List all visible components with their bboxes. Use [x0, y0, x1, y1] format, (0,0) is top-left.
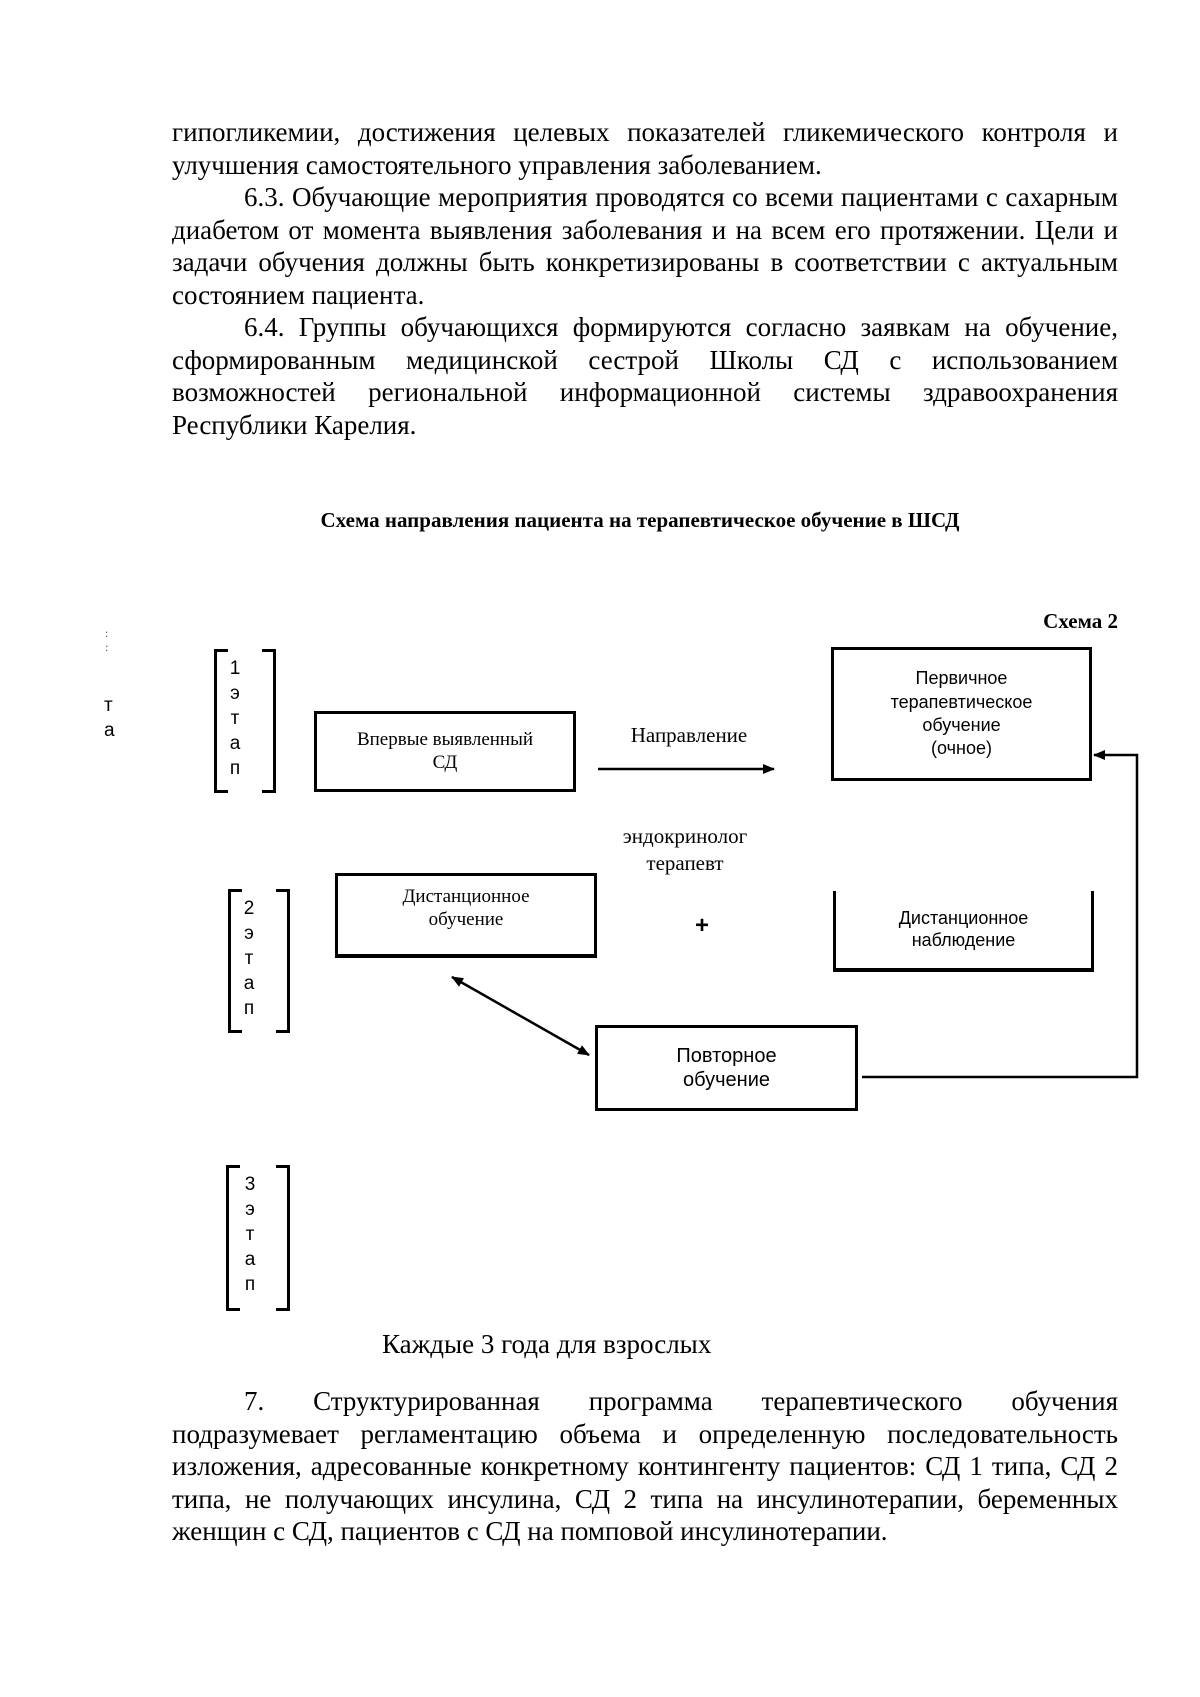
paragraph-7: 7. Структурированная программа терапевти…: [172, 1386, 1118, 1546]
distance-training-box: Дистанционное обучение: [335, 873, 597, 958]
stage-bracket-1: 1 э т а п: [214, 648, 276, 794]
referral-label: Направление: [630, 723, 748, 747]
paragraph-continuation: гипогликемии, достижения целевых показат…: [172, 117, 1118, 180]
diagram-title: Схема направления пациента на терапевтич…: [320, 508, 960, 532]
paragraph-6-3: 6.3. Обучающие мероприятия проводятся со…: [172, 182, 1118, 310]
stage-2-label: 2 э т а п: [243, 898, 255, 1019]
repeat-to-primary-arrow: [862, 750, 1139, 1079]
stage-bracket-3: 3 э т а п: [226, 1164, 290, 1312]
margin-letters: т а: [104, 695, 115, 741]
distance-monitoring-box: Дистанционное наблюдение: [833, 891, 1094, 972]
margin-dots: : :: [105, 626, 109, 654]
paragraph-6-4: 6.4. Группы обучающихся формируются согл…: [172, 312, 1118, 440]
plus-sign: +: [694, 912, 709, 939]
scheme-label: Схема 2: [1043, 609, 1118, 633]
stage-3-label: 3 э т а п: [244, 1174, 256, 1295]
stage-1-label: 1 э т а п: [229, 658, 241, 779]
diagram-caption: Каждые 3 года для взрослых: [382, 1329, 712, 1359]
stage-bracket-2: 2 э т а п: [228, 888, 290, 1034]
primary-training-box: Первичное терапевтическое обучение (очно…: [831, 647, 1092, 781]
specialists-label: эндокринолог терапевт: [622, 824, 748, 876]
newly-detected-box: Впервые выявленный СД: [314, 711, 576, 792]
repeat-training-box: Повторное обучение: [595, 1025, 858, 1111]
distance-repeat-arrow: [451, 975, 590, 1057]
